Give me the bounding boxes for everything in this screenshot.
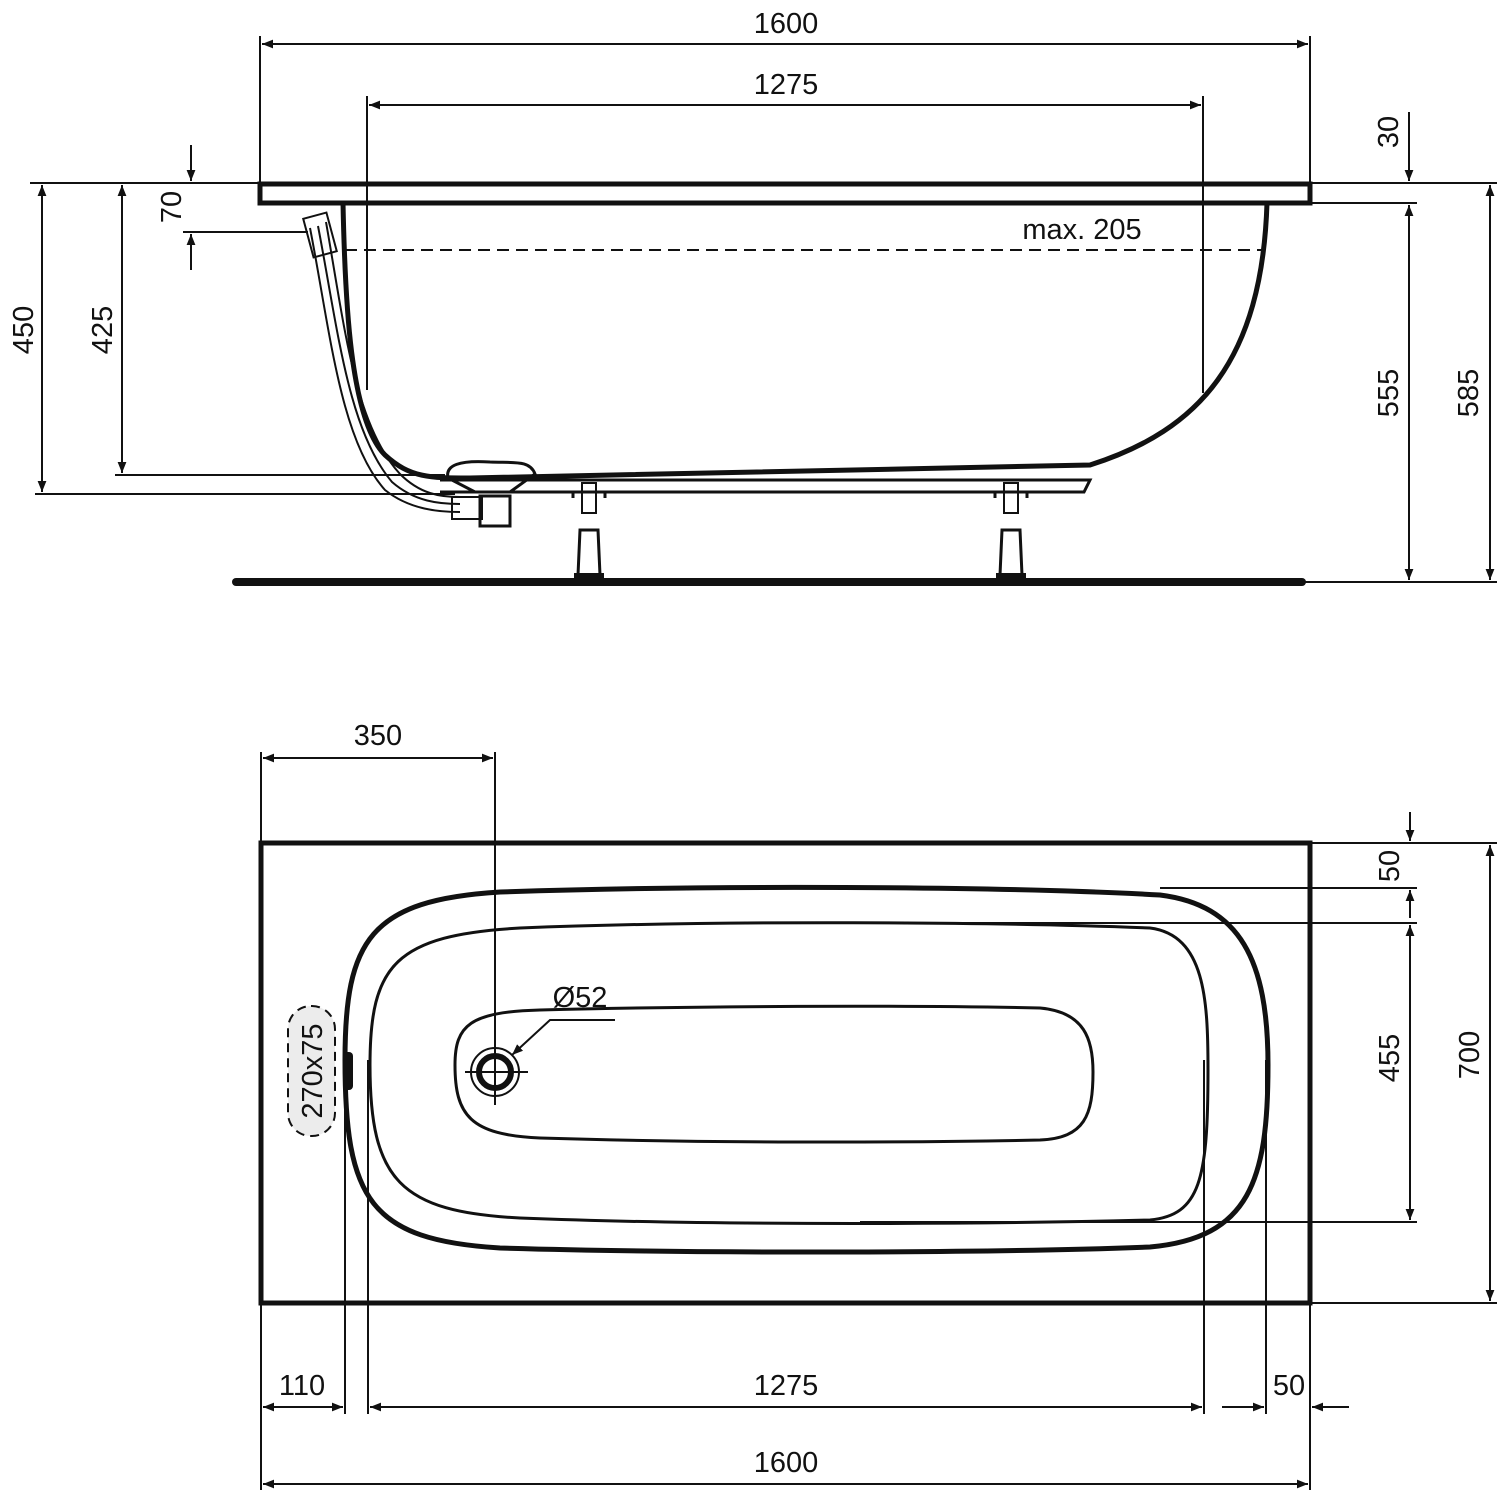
tub-outer-outline xyxy=(258,840,1313,1306)
side-view: 1600 1275 max. 205 xyxy=(8,8,1497,586)
dim-height-right-inner: 555 xyxy=(1373,369,1405,417)
tub-body-outline xyxy=(340,202,1270,481)
support-leg xyxy=(993,482,1029,581)
dim-height-left-outer: 450 xyxy=(8,306,40,354)
overflow-pipe xyxy=(309,227,461,513)
basin-inner-outline xyxy=(368,921,1210,1225)
dim-overflow-drop: 70 xyxy=(156,191,188,223)
support-leg xyxy=(571,482,607,581)
overflow-fitting xyxy=(302,211,338,259)
drain-trap xyxy=(478,494,512,528)
dim-overflow-cutout: 270x75 xyxy=(297,1023,329,1118)
dim-right-margin: 50 xyxy=(1273,1370,1305,1402)
dim-rim-thickness: 30 xyxy=(1373,116,1405,148)
support-frame xyxy=(440,478,1093,494)
overflow-pipe xyxy=(317,225,461,505)
basin-floor-outline xyxy=(453,1004,1095,1144)
dim-height-right-total: 585 xyxy=(1453,369,1485,417)
drain-leader xyxy=(511,1019,615,1056)
dim-drain-diameter: Ø52 xyxy=(553,982,608,1014)
dim-overall-width: 700 xyxy=(1454,1031,1486,1079)
dim-rim-top: 50 xyxy=(1374,850,1406,882)
dim-inner-width: 455 xyxy=(1374,1034,1406,1082)
overflow-cutout-outline xyxy=(287,1005,336,1137)
drain-connector xyxy=(451,496,483,520)
dim-inner-length: 1275 xyxy=(754,69,819,101)
tub-rim xyxy=(257,181,1313,206)
drain-body xyxy=(446,460,537,494)
dim-drain-offset: 350 xyxy=(354,720,402,752)
dim-overall-length: 1600 xyxy=(754,8,819,40)
basin-rim-outline xyxy=(342,884,1271,1255)
dim-inner-length-plan: 1275 xyxy=(754,1370,819,1402)
dim-left-margin: 110 xyxy=(279,1370,325,1402)
plan-view: 270x75 Ø52 350 50 455 700 11 xyxy=(258,720,1497,1490)
max-water-label: max. 205 xyxy=(1022,214,1141,246)
dim-height-left-inner: 425 xyxy=(87,306,119,354)
dim-overall-length-plan: 1600 xyxy=(754,1447,819,1479)
